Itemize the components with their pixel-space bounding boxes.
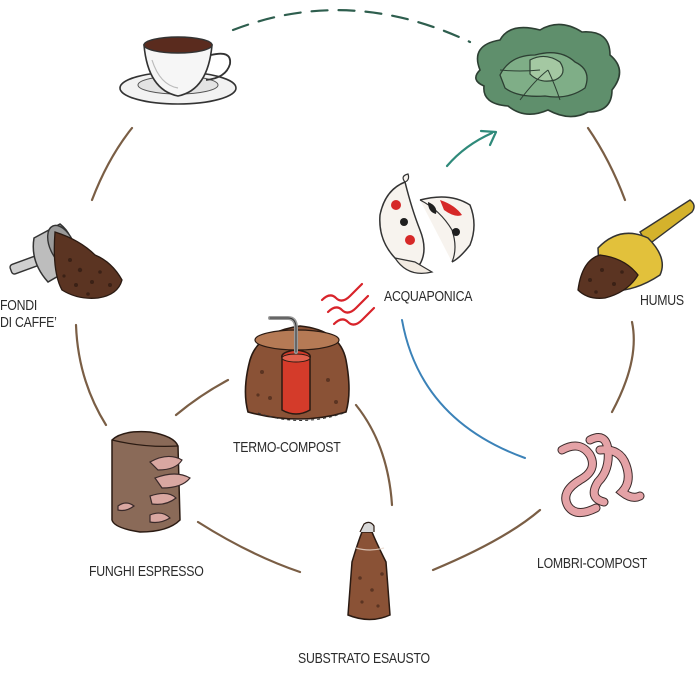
- connector-mushrooms-to-thermo: [174, 378, 230, 417]
- label-acquaponica: ACQUAPONICA: [384, 288, 473, 305]
- label-fondi-line1: FONDI: [0, 297, 38, 314]
- label-humus: HUMUS: [640, 292, 684, 309]
- connector-cup-to-grounds: [90, 126, 134, 202]
- cycle-connectors: [74, 126, 635, 574]
- coffee-grounds-portafilter-icon: [9, 223, 123, 299]
- oyster-mushroom-block-icon: [111, 430, 191, 533]
- label-fondi-line2: DI CAFFE’: [0, 314, 57, 331]
- connector-substrate-to-worms: [431, 508, 542, 572]
- thermo-compost-mound-icon: [244, 316, 350, 421]
- arrow-head-icon: [479, 129, 498, 147]
- connector-humus-to-lettuce: [586, 126, 627, 202]
- connector-thermo-to-substrate: [354, 403, 394, 507]
- spent-substrate-bag-icon: [347, 521, 391, 621]
- dashed-connector-cup-to-lettuce: [231, 9, 472, 44]
- connector-grounds-to-mushrooms: [74, 323, 108, 427]
- humus-scoop-icon: [577, 199, 695, 299]
- lettuce-icon: [475, 23, 621, 118]
- label-substrato-esausto: SUBSTRATO ESAUSTO: [298, 650, 430, 667]
- arrow-aquaponics-to-lettuce: [445, 131, 494, 168]
- connector-worms-to-humus: [610, 320, 635, 414]
- connector-aquaponics-to-worms: [401, 319, 526, 459]
- worms-icon: [557, 433, 645, 517]
- label-funghi-espresso: FUNGHI ESPRESSO: [89, 563, 204, 580]
- label-lombri-compost: LOMBRI-COMPOST: [537, 555, 647, 572]
- label-termo-compost: TERMO-COMPOST: [233, 439, 341, 456]
- connector-mushrooms-to-substrate: [196, 520, 302, 574]
- coffee-cup-icon: [119, 36, 237, 105]
- heat-waves-icon: [320, 282, 376, 326]
- koi-fish-icon: [379, 173, 475, 274]
